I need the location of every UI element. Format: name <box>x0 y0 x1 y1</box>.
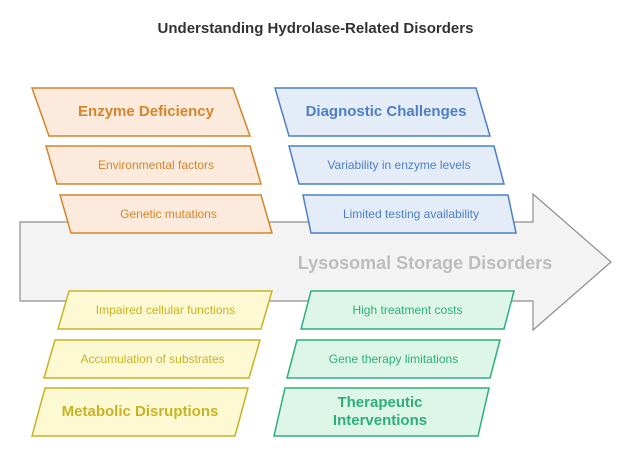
high-treatment-costs-label: High treatment costs <box>352 302 463 317</box>
genetic-mutations-label: Genetic mutations <box>120 206 217 221</box>
environmental-factors-box <box>45 145 262 185</box>
diagnostic-challenges-heading-box <box>274 87 491 137</box>
diagnostic-challenges-heading: Diagnostic Challenges <box>305 103 467 120</box>
spine-label: Lysosomal Storage Disorders <box>297 252 553 273</box>
accumulation-substrates-label: Accumulation of substrates <box>80 351 225 366</box>
enzyme-deficiency-heading-box <box>30 87 252 137</box>
limited-testing-label: Limited testing availability <box>342 206 480 221</box>
metabolic-disruptions-heading: Metabolic Disruptions <box>61 403 219 420</box>
therapeutic-interventions-heading: Therapeutic Interventions <box>332 394 428 429</box>
limited-testing-box <box>302 194 517 234</box>
enzyme-deficiency-heading: Enzyme Deficiency <box>78 103 214 120</box>
impaired-cellular-functions-box <box>57 290 273 330</box>
variability-enzyme-levels-label: Variability in enzyme levels <box>327 157 471 172</box>
genetic-mutations-box <box>59 194 273 234</box>
impaired-cellular-functions-label: Impaired cellular functions <box>95 302 236 317</box>
gene-therapy-limitations-label: Gene therapy limitations <box>328 351 459 366</box>
diagram-title: Understanding Hydrolase-Related Disorder… <box>157 20 474 37</box>
gene-therapy-limitations-box <box>286 339 501 379</box>
metabolic-disruptions-heading-box <box>31 387 249 437</box>
high-treatment-costs-box <box>300 290 515 330</box>
variability-enzyme-levels-box <box>288 145 505 185</box>
environmental-factors-label: Environmental factors <box>97 157 215 172</box>
therapeutic-interventions-heading-box <box>273 387 490 437</box>
accumulation-substrates-box <box>43 339 261 379</box>
